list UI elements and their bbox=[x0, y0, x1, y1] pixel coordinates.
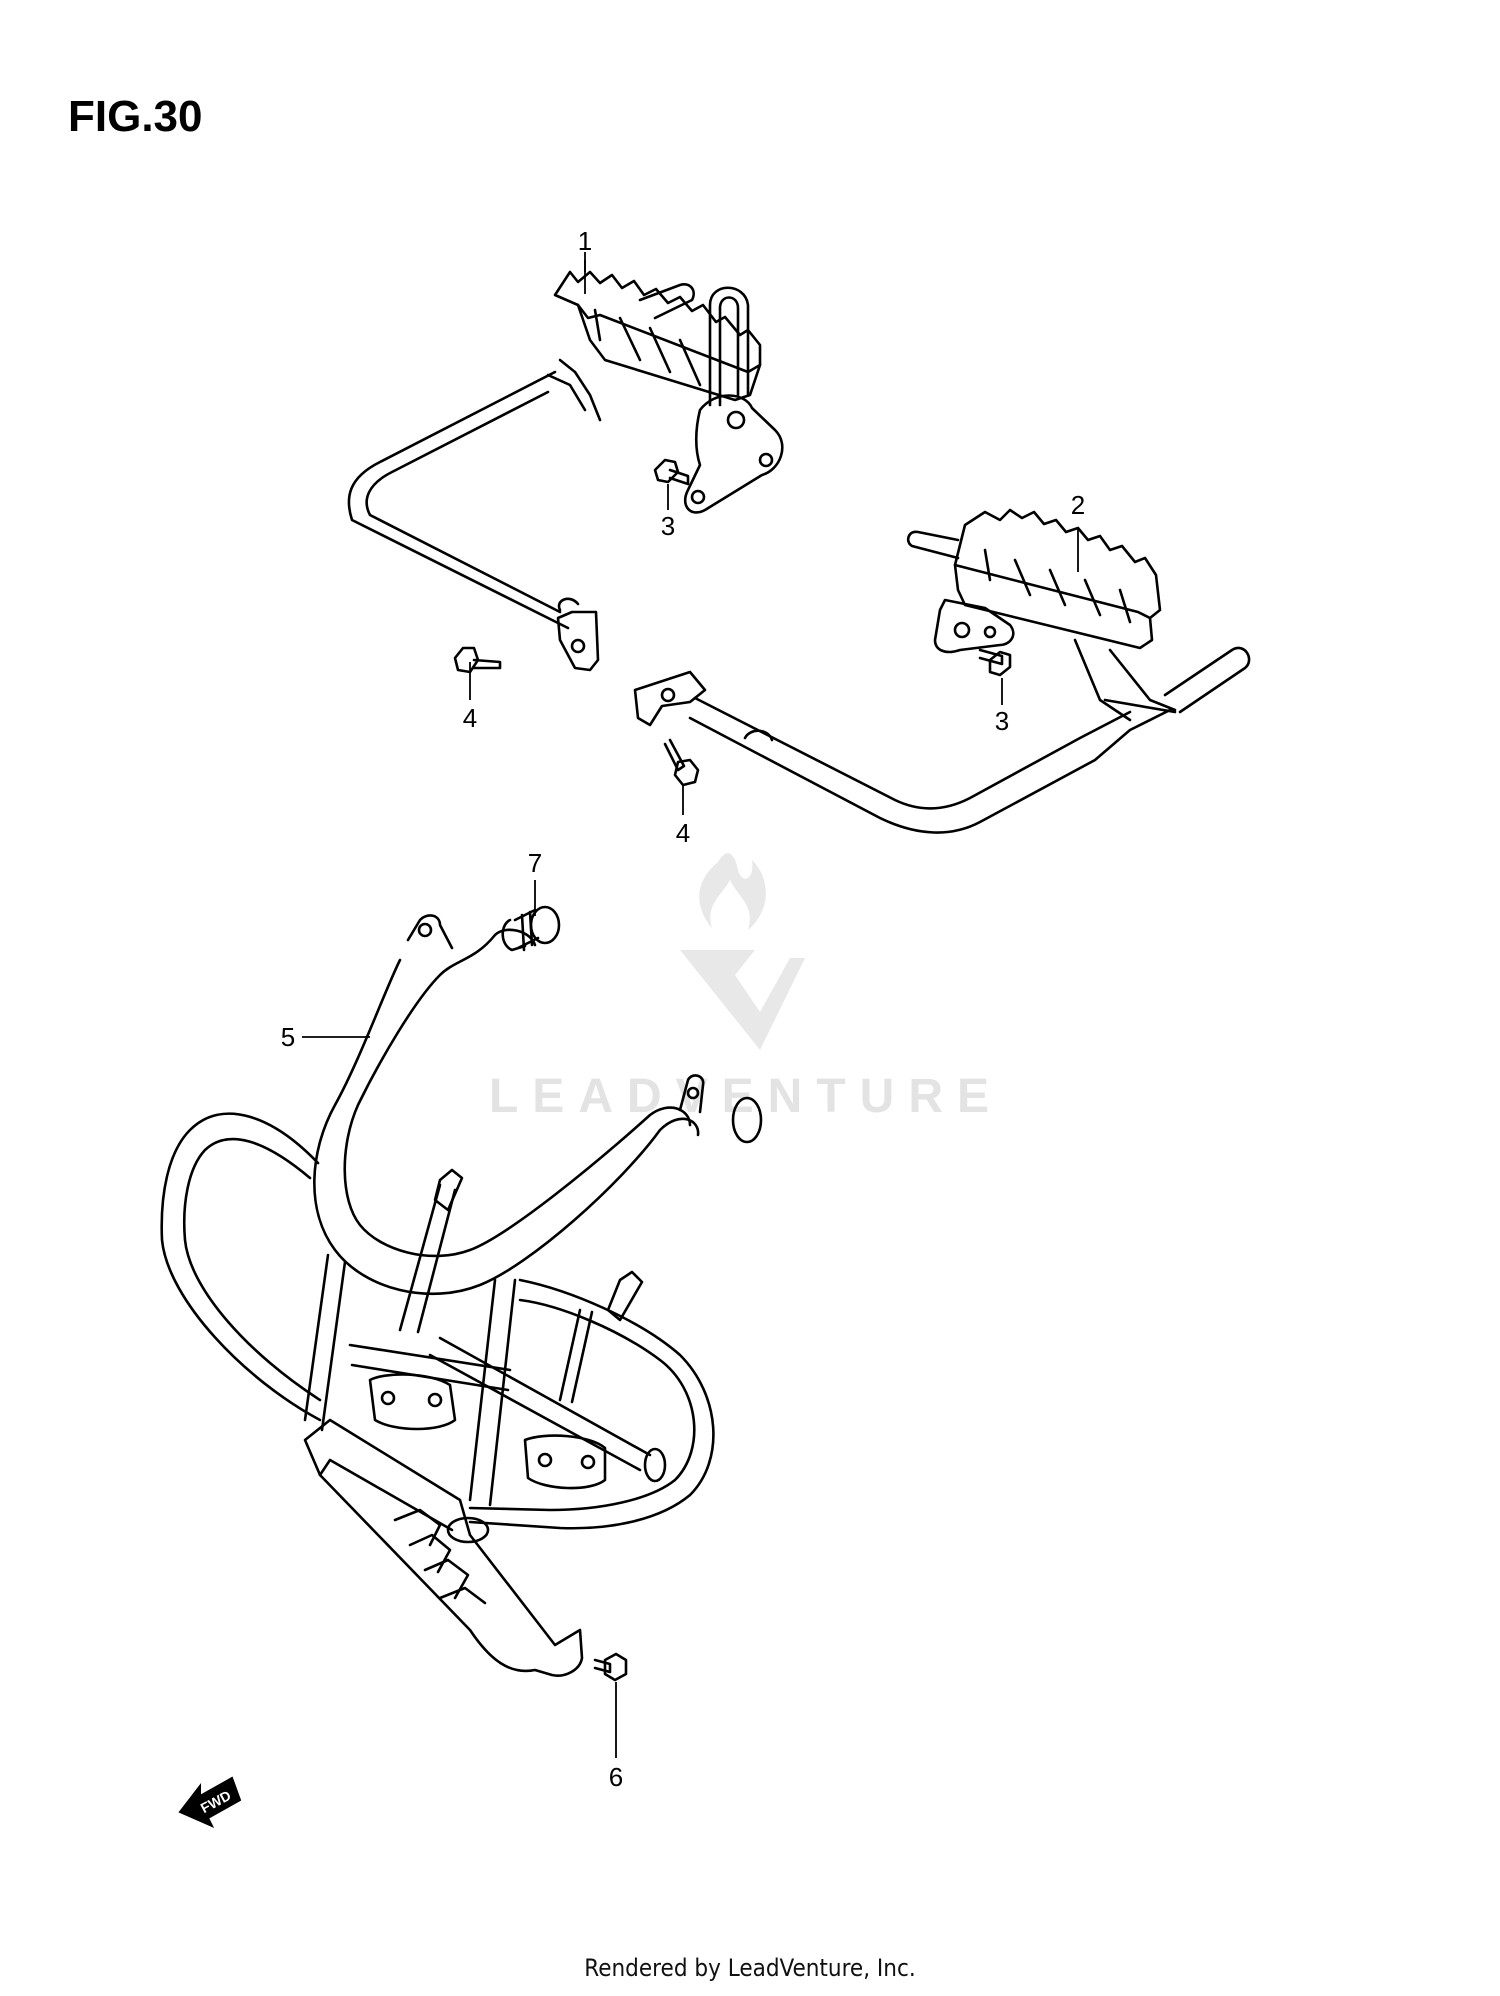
part-4-bolt-left[interactable] bbox=[453, 646, 502, 674]
figure-title: FIG.30 bbox=[68, 92, 203, 141]
footer-credit: Rendered by LeadVenture, Inc. bbox=[584, 1954, 916, 1982]
part-1-footrest-left[interactable] bbox=[347, 270, 784, 672]
part-5-front-guard[interactable] bbox=[160, 914, 763, 1677]
callout-7: 7 bbox=[528, 848, 542, 878]
part-2-footrest-right[interactable] bbox=[633, 508, 1251, 834]
callout-5: 5 bbox=[281, 1022, 295, 1052]
callout-2: 2 bbox=[1071, 490, 1085, 520]
part-4-bolt-right[interactable] bbox=[663, 738, 700, 787]
part-3-bolt-upper[interactable] bbox=[653, 458, 690, 486]
callout-3-lower: 3 bbox=[995, 706, 1009, 736]
watermark-text: LEADVENTURE bbox=[489, 1070, 1003, 1123]
watermark: LEADVENTURE bbox=[489, 853, 1003, 1123]
callout-6: 6 bbox=[609, 1762, 623, 1792]
leader-lines bbox=[302, 252, 1079, 1758]
callout-4-left: 4 bbox=[463, 703, 477, 733]
forward-arrow-icon: FWD bbox=[178, 1776, 242, 1829]
flame-logo-icon bbox=[680, 853, 805, 1050]
part-7-grommet[interactable] bbox=[501, 905, 561, 952]
part-3-bolt-lower[interactable] bbox=[978, 648, 1012, 677]
part-6-bolt[interactable] bbox=[593, 1652, 628, 1682]
callout-1: 1 bbox=[578, 226, 592, 256]
callout-4-right: 4 bbox=[676, 818, 690, 848]
callout-3-upper: 3 bbox=[661, 511, 675, 541]
